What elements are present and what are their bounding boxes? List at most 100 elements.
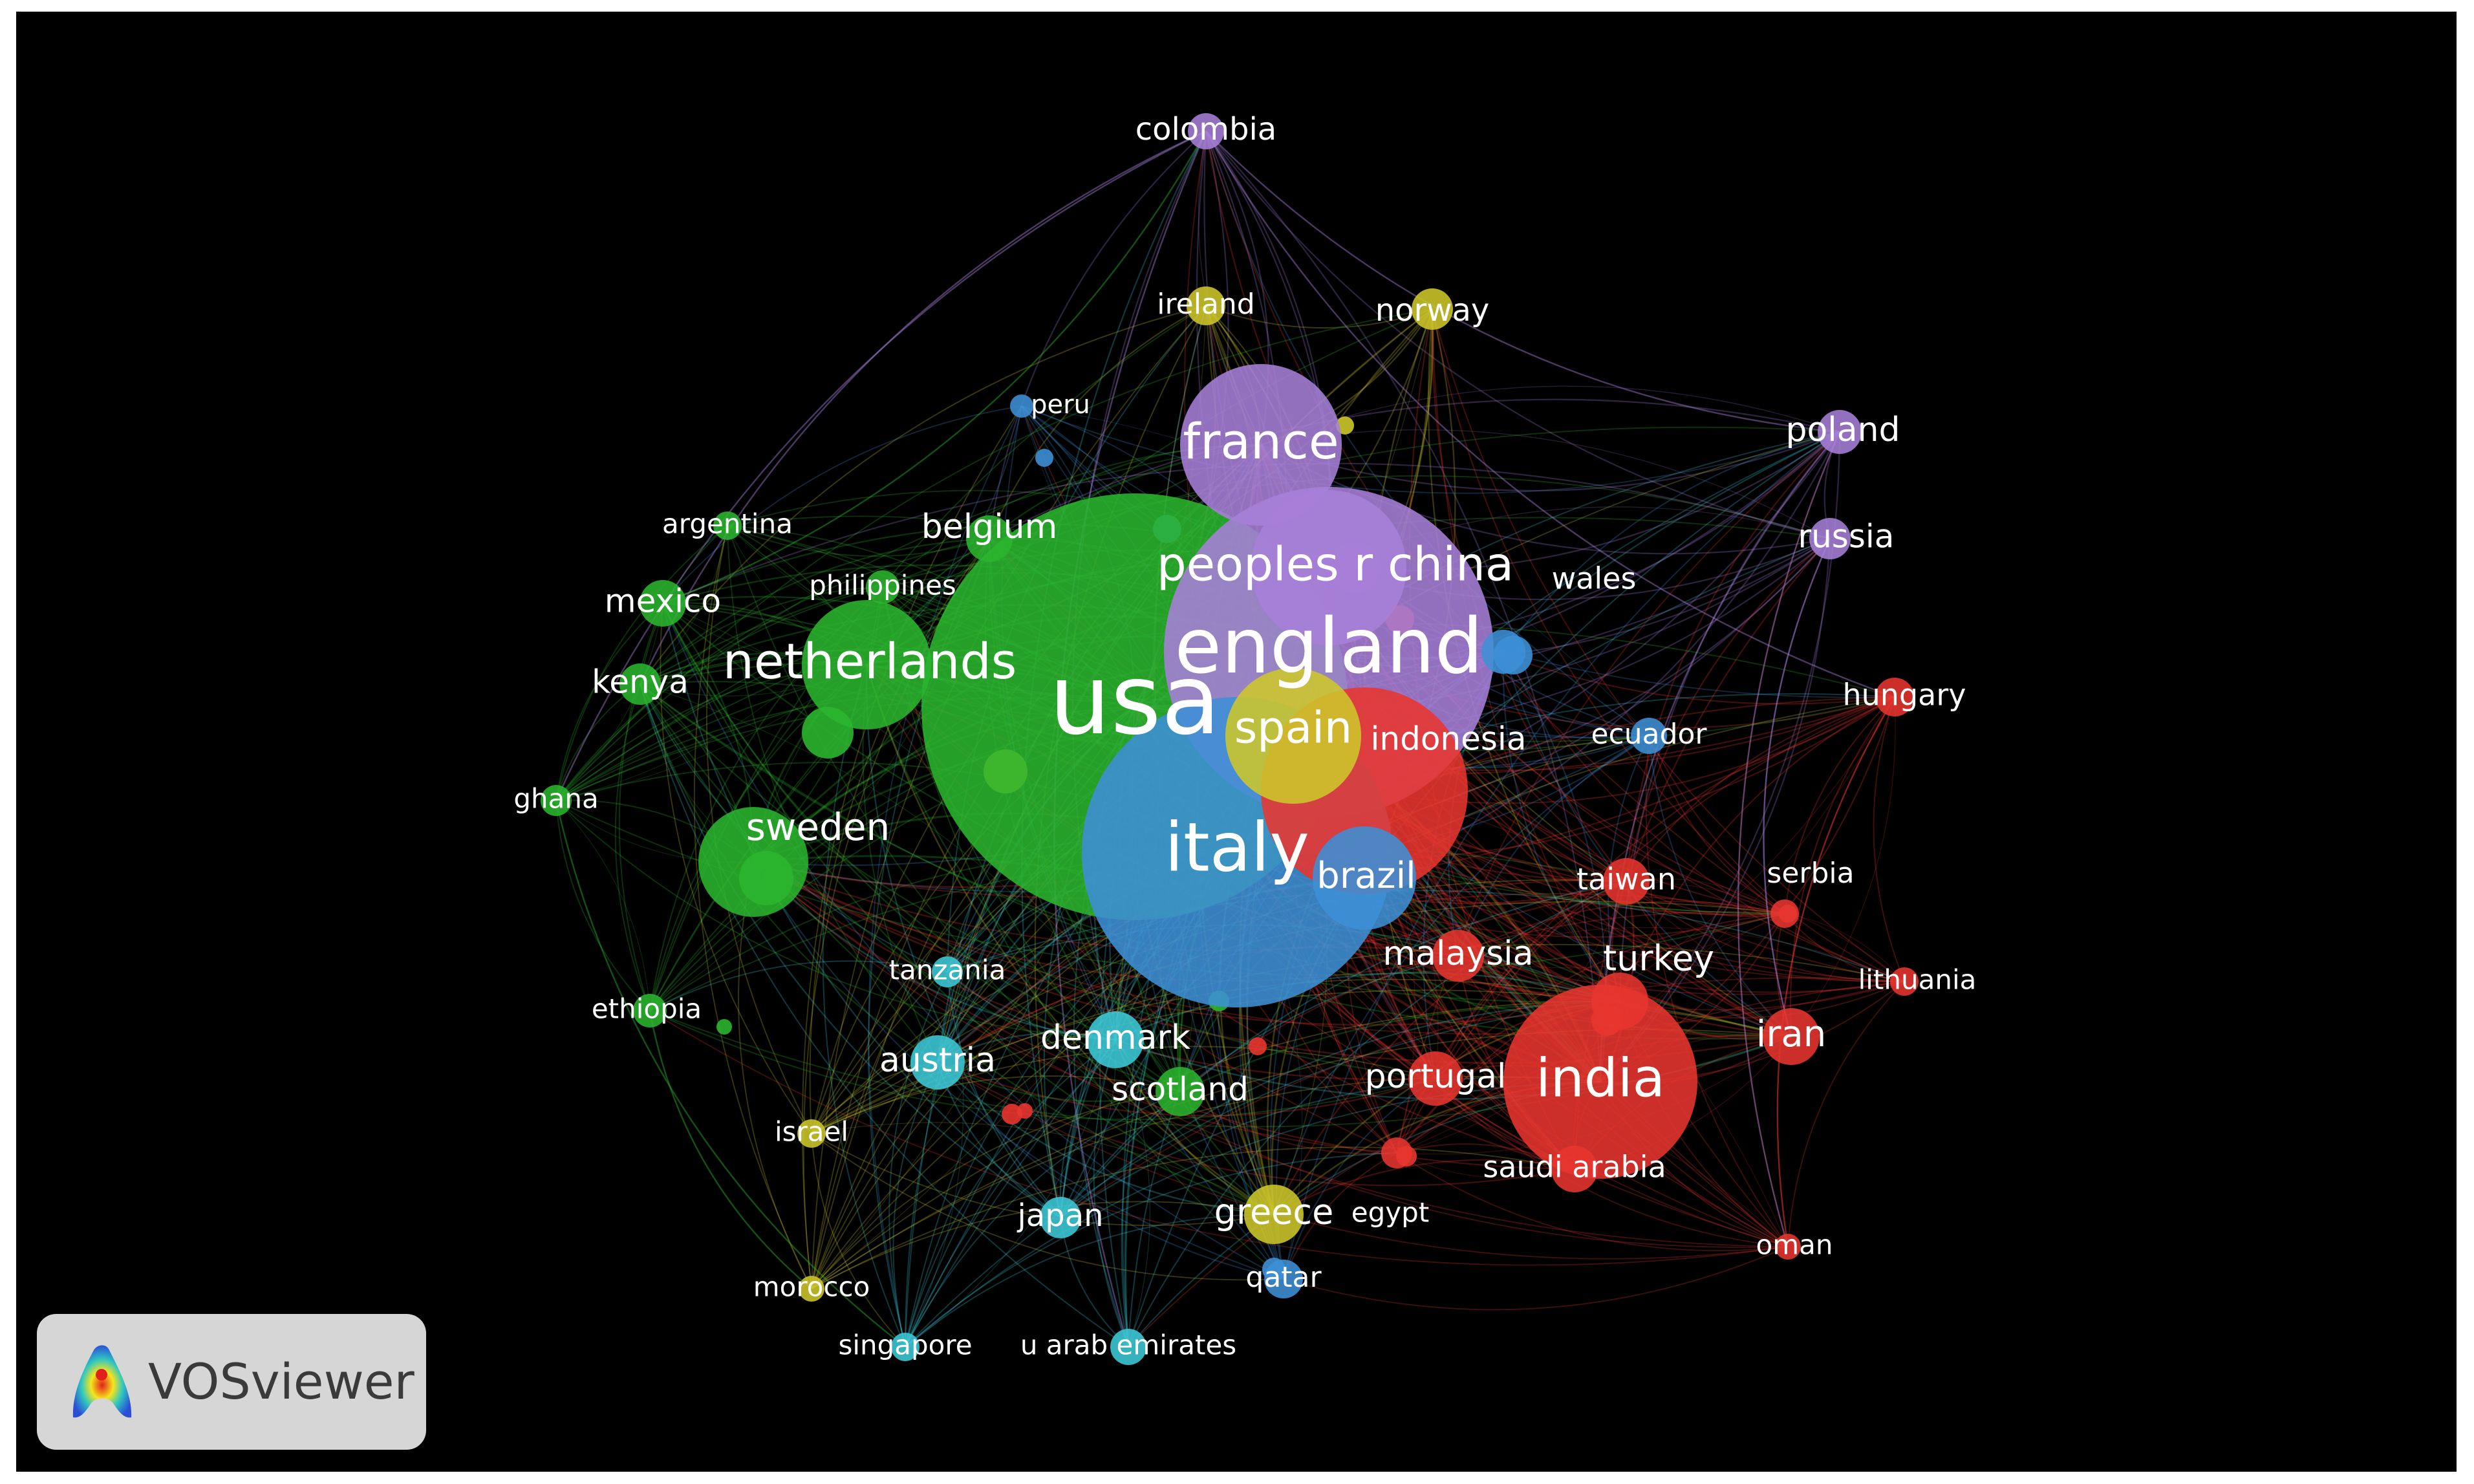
network-link: [1093, 1039, 1129, 1348]
network-link: [640, 683, 1436, 1080]
network-node-qatar[interactable]: [1264, 1260, 1303, 1298]
network-link: [1396, 431, 1840, 1154]
network-node-tanzania[interactable]: [932, 956, 963, 987]
network-node-ireland[interactable]: [1187, 286, 1225, 325]
network-node-philippines[interactable]: [866, 570, 899, 604]
node-label-singapore: singapore: [838, 1329, 972, 1361]
node-label-russia: russia: [1798, 518, 1895, 555]
network-node-ecuador[interactable]: [1631, 718, 1667, 754]
network-node-taiwan[interactable]: [1603, 858, 1650, 905]
network-node-spain[interactable]: [1225, 668, 1361, 804]
network-node-singapore[interactable]: [891, 1333, 920, 1361]
network-link: [905, 1000, 1620, 1348]
node-label-spain: spain: [1234, 703, 1352, 754]
network-link: [905, 1152, 1397, 1348]
network-node-mexico[interactable]: [640, 580, 686, 627]
network-node-france[interactable]: [1180, 364, 1342, 526]
node-label-kenya: kenya: [592, 663, 689, 701]
network-link: [555, 308, 1433, 801]
node-label-england: england: [1174, 601, 1483, 691]
network-link: [649, 960, 948, 1011]
network-node-unlabeled[interactable]: [1336, 416, 1354, 435]
node-label-brazil: brazil: [1317, 855, 1415, 897]
node-label-egypt: egypt: [1351, 1197, 1429, 1229]
network-node-colombia[interactable]: [1188, 113, 1224, 149]
network-node-lithuania[interactable]: [1890, 967, 1919, 996]
network-node-austria[interactable]: [910, 1035, 965, 1090]
network-link: [1776, 696, 1896, 1247]
network-link: [640, 683, 1620, 1003]
vosviewer-badge[interactable]: VOSviewer: [37, 1314, 426, 1450]
network-node-unlabeled[interactable]: [1035, 449, 1053, 467]
network-link: [811, 305, 1207, 1289]
node-label-italy: italy: [1165, 808, 1309, 887]
node-label-israel: israel: [775, 1116, 848, 1148]
network-node-russia[interactable]: [1809, 518, 1851, 559]
network-link: [1179, 1091, 1397, 1155]
network-link: [1283, 1246, 1789, 1311]
network-node-brazil[interactable]: [1313, 826, 1416, 930]
network-node-hungary[interactable]: [1875, 678, 1914, 716]
network-link: [1648, 735, 1792, 1037]
network-link: [811, 1201, 1275, 1289]
network-node-egypt[interactable]: [1381, 1137, 1412, 1168]
network-node-peoples-r-china[interactable]: [1251, 490, 1406, 645]
network-node-greece[interactable]: [1244, 1185, 1304, 1244]
network-link: [640, 305, 1207, 685]
network-link: [905, 1091, 1181, 1348]
network-link: [1789, 696, 1895, 1037]
network-node-morocco[interactable]: [799, 1276, 824, 1302]
network-link: [1625, 431, 1840, 882]
network-node-portugal[interactable]: [1408, 1051, 1463, 1106]
network-node-oman[interactable]: [1775, 1234, 1801, 1260]
network-link: [1432, 308, 1789, 1247]
network-link: [1205, 305, 1433, 328]
node-label-peoples-r-china: peoples r china: [1157, 537, 1514, 592]
network-link: [1283, 431, 1840, 1280]
network-node-belgium[interactable]: [966, 515, 1013, 562]
network-link: [802, 538, 990, 1289]
network-link: [1205, 131, 1831, 540]
network-link: [753, 861, 1436, 1081]
network-node-india[interactable]: [1503, 985, 1697, 1179]
node-label-oman: oman: [1756, 1229, 1833, 1261]
network-link: [640, 586, 883, 685]
network-node-scotland[interactable]: [1156, 1067, 1205, 1116]
network-node-malaysia[interactable]: [1432, 930, 1484, 982]
network-node-denmark[interactable]: [1087, 1011, 1144, 1068]
network-node-unlabeled[interactable]: [1017, 1103, 1033, 1119]
network-node-iran[interactable]: [1763, 1008, 1820, 1065]
network-node-unlabeled[interactable]: [1002, 1104, 1022, 1124]
network-link: [947, 971, 1789, 1248]
network-node-kenya[interactable]: [619, 663, 661, 705]
network-node-unlabeled[interactable]: [716, 1019, 732, 1035]
network-link: [888, 971, 948, 1348]
network-node-israel[interactable]: [797, 1119, 826, 1148]
network-node-u-arab-emirates[interactable]: [1110, 1329, 1146, 1365]
network-node-netherlands[interactable]: [802, 600, 931, 729]
network-link: [1787, 981, 1905, 1247]
network-node-serbia[interactable]: [1770, 899, 1799, 928]
network-node-turkey[interactable]: [1591, 973, 1648, 1029]
network-link: [1791, 696, 1896, 1037]
network-link: [1435, 913, 1785, 1079]
network-node-ethiopia[interactable]: [633, 994, 667, 1027]
network-node-poland[interactable]: [1818, 410, 1862, 454]
network-link: [1503, 651, 1905, 982]
network-link: [662, 603, 1061, 1218]
network-node-sweden[interactable]: [698, 807, 808, 917]
network-node-unlabeled[interactable]: [1249, 1037, 1267, 1055]
network-node-norway[interactable]: [1412, 288, 1453, 330]
network-link: [811, 1122, 1275, 1215]
network-link: [1435, 696, 1895, 1079]
network-node-argentina[interactable]: [713, 511, 742, 540]
network-node-saudi-arabia[interactable]: [1551, 1146, 1598, 1192]
network-node-japan[interactable]: [1040, 1197, 1081, 1238]
network-link: [802, 405, 1022, 1289]
network-link: [639, 683, 1061, 1218]
network-node-wales[interactable]: [1481, 630, 1525, 674]
network-node-peru[interactable]: [1010, 394, 1033, 418]
network-node-ghana[interactable]: [541, 785, 572, 816]
